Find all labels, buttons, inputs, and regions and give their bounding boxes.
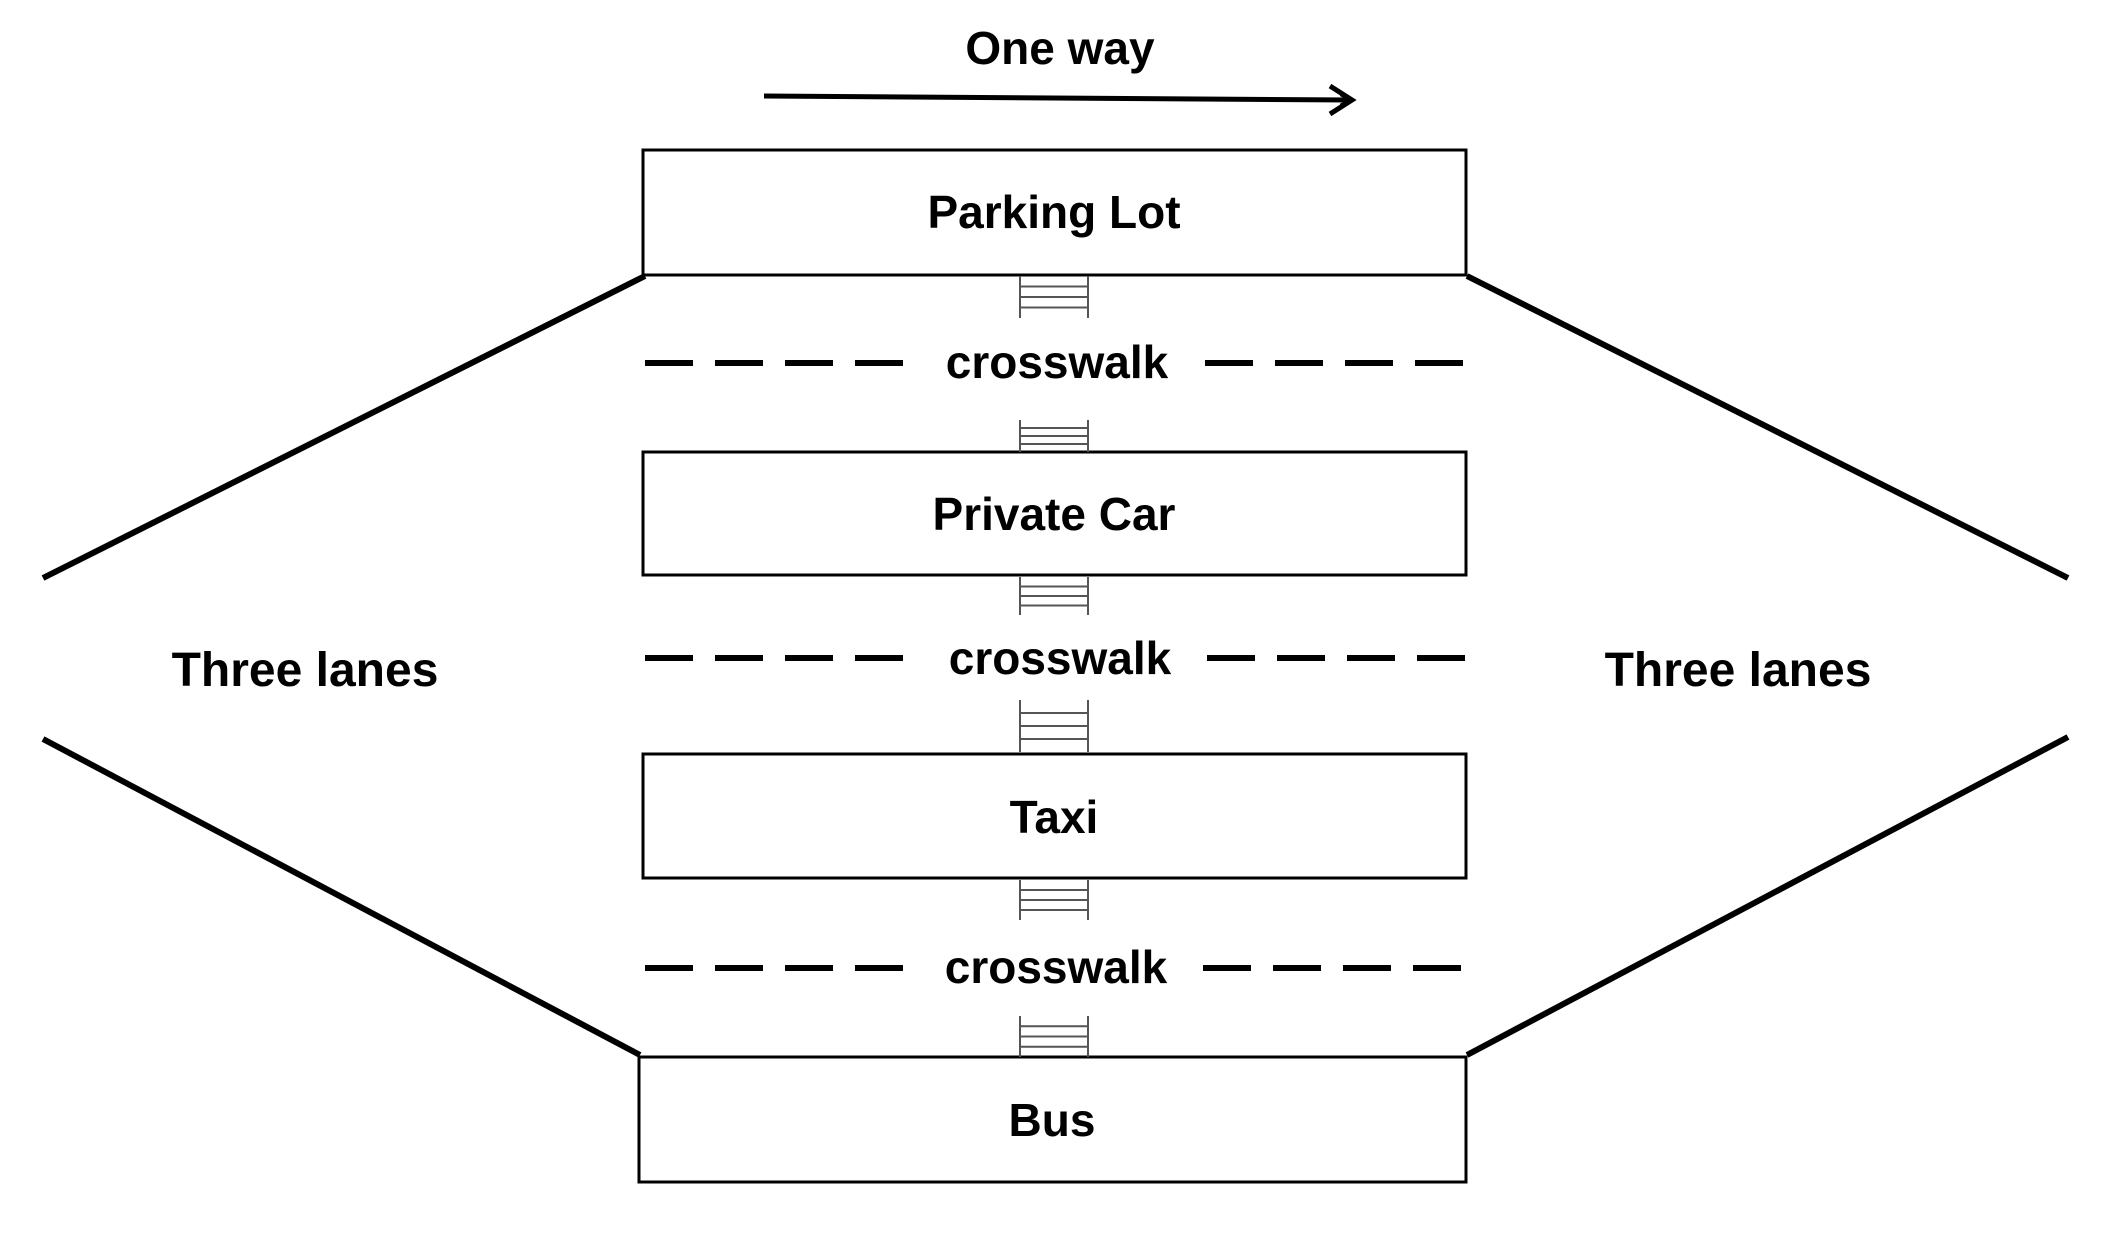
zone-label-private-car: Private Car [933, 488, 1176, 540]
zone-box-private-car [641, 450, 1468, 577]
road-edge-bottom-left [41, 736, 642, 1058]
crosswalk-label-1: crosswalk [946, 336, 1169, 388]
zone-label-bus: Bus [1009, 1094, 1096, 1146]
crosswalk-ladders [1019, 276, 1089, 1057]
lane-label-left: Three lanes [172, 644, 439, 697]
direction-arrow [763, 93, 1350, 100]
direction-label: One way [965, 22, 1155, 74]
crosswalk-label-2: crosswalk [949, 632, 1172, 684]
zone-label-taxi: Taxi [1010, 791, 1099, 843]
zone-box-taxi [641, 752, 1468, 880]
road-edge-top-left [41, 273, 647, 581]
zone-box-bus [637, 1055, 1468, 1184]
zone-box-parking-lot [641, 148, 1468, 277]
crosswalk-label-3: crosswalk [945, 941, 1168, 993]
road-edge-bottom-right [1465, 734, 2070, 1058]
lane-label-right: Three lanes [1605, 644, 1872, 697]
zone-label-parking-lot: Parking Lot [927, 186, 1180, 238]
road-edge-top-right [1465, 273, 2070, 581]
direction-arrow-head [1328, 83, 1357, 117]
